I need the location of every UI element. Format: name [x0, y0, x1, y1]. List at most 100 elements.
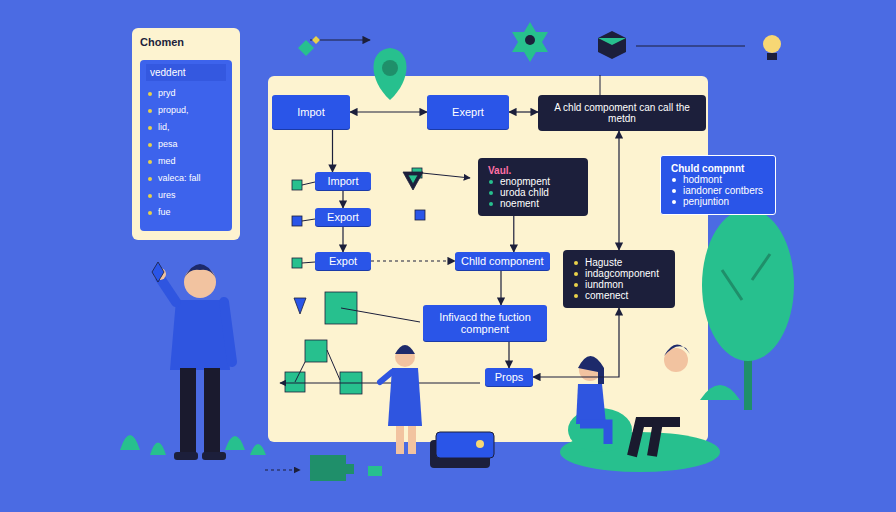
- node-item: valeca: fall: [146, 170, 226, 187]
- top-icons: [525, 35, 535, 45]
- connector-arrow: [371, 260, 455, 261]
- standing-person: [184, 264, 216, 278]
- process-box: Import: [315, 172, 371, 190]
- child-figure: [388, 368, 422, 426]
- panel-cubes: [415, 210, 425, 220]
- node-item: fue: [146, 204, 226, 221]
- process-box: Infivacd the fuction compnent: [423, 305, 547, 341]
- note-box: Vaul.enopmpenturoda chlldnoement: [478, 158, 588, 216]
- process-box: Expot: [315, 252, 371, 270]
- connector-arrow: [350, 111, 427, 112]
- node-item: enopmpent: [488, 176, 550, 187]
- panel-cubes: [292, 180, 302, 190]
- sidebar-panel: Chomenveddentprydpropud,lid,pesamedvalec…: [132, 28, 240, 240]
- node-label: Props: [495, 371, 524, 383]
- standing-person: [204, 368, 220, 456]
- top-icons: [636, 45, 745, 46]
- panel-cubes: [408, 175, 418, 184]
- seated-people: [656, 376, 698, 422]
- process-box: Impot: [272, 95, 350, 129]
- top-icons: [374, 48, 407, 100]
- process-box: Chlld component: [455, 252, 550, 270]
- standing-person: [152, 262, 164, 282]
- connector-arrow: [342, 190, 343, 208]
- main-panel: [268, 76, 708, 442]
- seated-people: [580, 424, 608, 444]
- top-icons: [298, 22, 781, 100]
- node-label: Chomen: [140, 36, 232, 48]
- node-label: Impot: [297, 106, 325, 118]
- top-icons: [298, 40, 314, 56]
- child-figure: [380, 372, 392, 382]
- menu-list: veddentprydpropud,lid,pesamedvaleca: fal…: [140, 60, 232, 231]
- phone-and-cards: [436, 432, 494, 458]
- standing-person: [224, 302, 232, 362]
- seated-people: [576, 384, 606, 424]
- child-figure: [395, 345, 415, 354]
- node-item: lid,: [146, 119, 226, 136]
- node-label: Haguste: [573, 257, 622, 268]
- node-item: ures: [146, 187, 226, 204]
- node-label: A chld compoment can call the metdn: [548, 102, 696, 124]
- node-label: Chuld compnnt: [671, 163, 744, 174]
- node-label: Chlld component: [461, 255, 544, 267]
- child-figure: [408, 426, 416, 454]
- node-label: Import: [327, 175, 358, 187]
- connector-arrow: [618, 131, 619, 250]
- top-icons: [512, 22, 548, 62]
- standing-person: [180, 368, 196, 456]
- note-box: A chld compoment can call the metdn: [538, 95, 706, 131]
- panel-cubes: [285, 168, 425, 394]
- standing-person: [265, 470, 300, 471]
- seated-people: [652, 422, 680, 456]
- node-item: pryd: [146, 85, 226, 102]
- process-box: Props: [485, 368, 533, 386]
- info-box: Chuld compnnthodmontiandoner contberspen…: [660, 155, 776, 215]
- process-box: Export: [315, 208, 371, 226]
- top-icons: [763, 35, 781, 53]
- node-item: propud,: [146, 102, 226, 119]
- panel-cubes: [292, 258, 302, 268]
- node-item: pesa: [146, 136, 226, 153]
- standing-person: [160, 278, 176, 302]
- connector-arrow: [332, 129, 333, 172]
- node-item: hodmont: [671, 174, 722, 185]
- connector-arrow: [513, 216, 514, 252]
- standing-person: [174, 452, 198, 460]
- standing-person: [152, 262, 300, 470]
- standing-person: [184, 266, 216, 298]
- connector-arrow: [500, 270, 501, 305]
- phone-and-cards: [476, 440, 484, 448]
- node-item: penjuntion: [671, 196, 729, 207]
- connector-arrow: [342, 226, 343, 252]
- phone-and-cards: [368, 466, 382, 476]
- child-figure: [380, 345, 422, 454]
- node-label: veddent: [146, 64, 226, 81]
- phone-and-cards: [310, 432, 494, 481]
- top-icons: [598, 31, 626, 59]
- top-icons: [312, 36, 320, 44]
- node-item: indagcomponent: [573, 268, 659, 279]
- phone-and-cards: [310, 455, 346, 481]
- seated-people: [664, 344, 690, 356]
- tree-and-bench: [560, 209, 794, 472]
- node-label: Vaul.: [488, 165, 511, 176]
- node-label: Exeprt: [452, 106, 484, 118]
- panel-cubes: [292, 216, 302, 226]
- panel-cubes: [294, 298, 306, 314]
- top-icons: [382, 60, 398, 76]
- connector-arrow: [509, 111, 538, 112]
- note-box: Hagusteindagcomponentiundmoncomenect: [563, 250, 675, 308]
- seated-people: [576, 344, 698, 456]
- tree-and-bench: [700, 385, 740, 400]
- top-icons: [767, 53, 777, 60]
- node-item: comenect: [573, 290, 628, 301]
- top-icons: [598, 38, 626, 45]
- panel-cubes: [403, 172, 423, 190]
- node-label: Infivacd the fuction compnent: [431, 311, 539, 335]
- node-item: noement: [488, 198, 539, 209]
- node-item: uroda chlld: [488, 187, 549, 198]
- node-label: Export: [327, 211, 359, 223]
- standing-person: [202, 452, 226, 460]
- connector-arrow: [508, 341, 509, 368]
